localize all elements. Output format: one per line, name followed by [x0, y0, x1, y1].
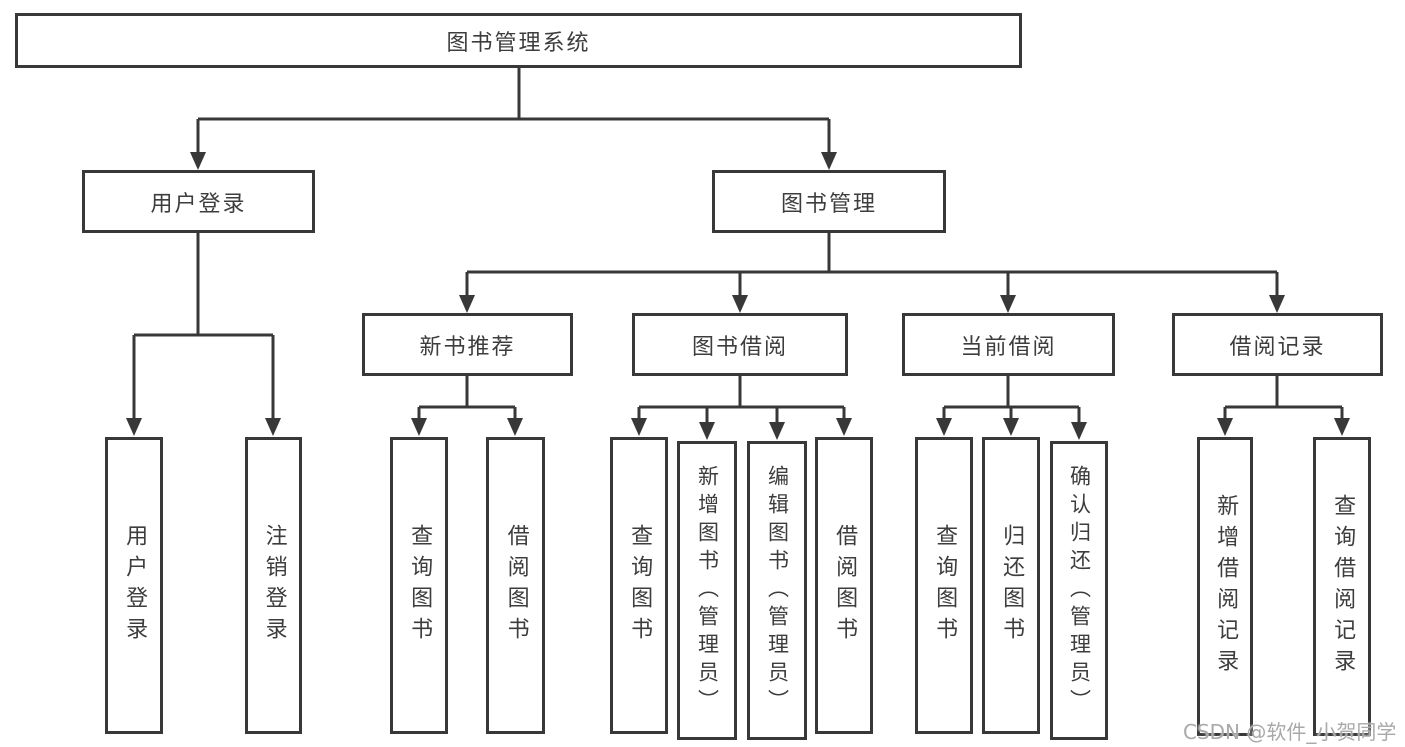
- node-l3-book-borrow: 图书借阅: [632, 313, 848, 376]
- node-label: 查询图书: [627, 523, 653, 648]
- node-l4-confirm-return-admin: 确认归还（管理员）: [1050, 441, 1108, 740]
- node-label: 借阅记录: [1229, 334, 1326, 360]
- node-l4-return-book: 归还图书: [982, 437, 1040, 734]
- node-l4-add-book-admin: 新增图书（管理员）: [677, 441, 737, 740]
- node-label: 用户登录: [150, 191, 247, 217]
- connector-current-borrow-children: [936, 376, 1087, 440]
- node-l3-new-book-recommend: 新书推荐: [362, 313, 573, 376]
- node-label: 新增图书（管理员）: [695, 464, 720, 717]
- node-root: 图书管理系统: [15, 13, 1022, 68]
- connector-book-management-children: [459, 233, 1285, 313]
- node-label: 查询借阅记录: [1330, 493, 1356, 680]
- node-l4-edit-book-admin: 编辑图书（管理员）: [747, 441, 807, 740]
- node-label: 新书推荐: [419, 334, 516, 360]
- node-label: 确认归还（管理员）: [1067, 464, 1092, 717]
- node-l4-query-books-recommend: 查询图书: [390, 437, 448, 734]
- node-label: 归还图书: [999, 523, 1025, 648]
- node-l4-add-borrow-record: 新增借阅记录: [1197, 437, 1253, 736]
- node-label: 注销登录: [261, 523, 287, 648]
- node-l4-query-books-borrow: 查询图书: [610, 437, 668, 734]
- node-label: 查询图书: [932, 523, 958, 648]
- connector-borrow-records-children: [1217, 376, 1350, 436]
- node-l4-query-books-current: 查询图书: [915, 437, 973, 734]
- watermark-csdn: CSDN @软件_小贺同学: [1183, 720, 1397, 744]
- node-l4-borrow-books-recommend: 借阅图书: [486, 437, 545, 734]
- node-l3-borrow-records: 借阅记录: [1172, 313, 1383, 376]
- connector-new-book-children: [411, 376, 523, 436]
- node-l4-borrow-books-borrow: 借阅图书: [815, 437, 873, 734]
- node-label: 新增借阅记录: [1213, 493, 1239, 680]
- node-label: 编辑图书（管理员）: [765, 464, 790, 717]
- node-label: 图书管理系统: [446, 30, 591, 56]
- node-label: 借阅图书: [503, 523, 529, 648]
- node-l4-user-login: 用户登录: [105, 437, 163, 734]
- node-label: 当前借阅: [960, 334, 1057, 360]
- node-l4-logout: 注销登录: [245, 437, 302, 734]
- node-label: 借阅图书: [832, 523, 858, 648]
- node-label: 查询图书: [407, 523, 433, 648]
- node-label: 图书借阅: [691, 334, 788, 360]
- connector-root-to-level2: [190, 68, 837, 170]
- connector-user-login-children: [126, 233, 281, 436]
- node-l2-user-login: 用户登录: [82, 170, 315, 233]
- node-l2-book-management: 图书管理: [712, 170, 946, 233]
- node-l4-query-borrow-record: 查询借阅记录: [1313, 437, 1371, 736]
- connector-book-borrow-children: [631, 376, 852, 440]
- node-l3-current-borrow: 当前借阅: [902, 313, 1115, 376]
- node-label: 图书管理: [780, 191, 877, 217]
- node-label: 用户登录: [122, 523, 148, 648]
